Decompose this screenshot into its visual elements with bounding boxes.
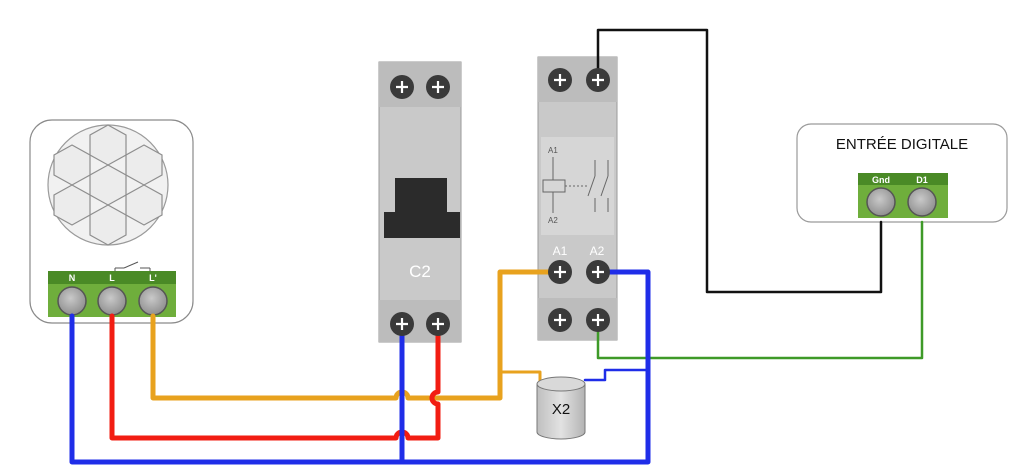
sensor-terminal-header [48, 271, 176, 284]
digital-input-label-gnd: Gnd [872, 175, 890, 185]
sensor-terminal-label-l-prime: L' [149, 273, 157, 283]
breaker-screws [390, 75, 450, 336]
sensor-terminal-label-n: N [69, 273, 76, 283]
plus-screw-icon [586, 260, 610, 284]
wire-switched-branch [498, 370, 542, 384]
contactor-coil-icon [542, 157, 609, 213]
wire-live [109, 313, 441, 441]
terminal-screw-l-prime [138, 286, 168, 316]
plus-screw-icon [548, 260, 572, 284]
plus-screw-icon [586, 68, 610, 92]
breaker-toggle [395, 178, 447, 214]
wire-signal [596, 220, 924, 360]
wire-ground [596, 28, 883, 294]
contactor-coil-label-a1: A1 [548, 146, 558, 155]
digital-input-module: ENTRÉE DIGITALE Gnd D1 [796, 123, 1008, 223]
contactor-terminal-label-a2: A2 [590, 244, 605, 258]
plus-screw-icon [548, 68, 572, 92]
junction-label: X2 [552, 401, 570, 418]
plus-screw-icon [548, 308, 572, 332]
motion-sensor: N L L' [29, 119, 194, 324]
breaker-label: C2 [409, 262, 431, 281]
junction-box: X2 [536, 376, 586, 440]
contactor-screws [548, 68, 610, 332]
circuit-breaker: C2 [378, 61, 462, 343]
plus-screw-icon [390, 312, 414, 336]
wire-neutral-branch [583, 368, 650, 382]
terminal-screw-l [97, 286, 127, 316]
terminal-screw-n [57, 286, 87, 316]
sensor-terminal-label-l: L [109, 273, 115, 283]
digital-input-title: ENTRÉE DIGITALE [836, 136, 968, 153]
plus-screw-icon [426, 75, 450, 99]
plus-screw-icon [586, 308, 610, 332]
wire-neutral [69, 269, 651, 465]
plus-screw-icon [390, 75, 414, 99]
breaker-toggle-base [384, 212, 460, 238]
contactor: A1 A2 A1 A2 [537, 56, 618, 341]
sensor-lens-hexagons [53, 124, 163, 246]
plus-screw-icon [426, 312, 450, 336]
digital-input-label-d1: D1 [916, 175, 928, 185]
contactor-coil-label-a2: A2 [548, 216, 558, 225]
terminal-screw-gnd [866, 187, 896, 217]
wire-switched-line [150, 269, 563, 401]
contactor-terminal-label-a1: A1 [553, 244, 568, 258]
wires [69, 28, 924, 465]
digital-input-terminal-header [858, 173, 948, 185]
terminal-screw-d1 [907, 187, 937, 217]
